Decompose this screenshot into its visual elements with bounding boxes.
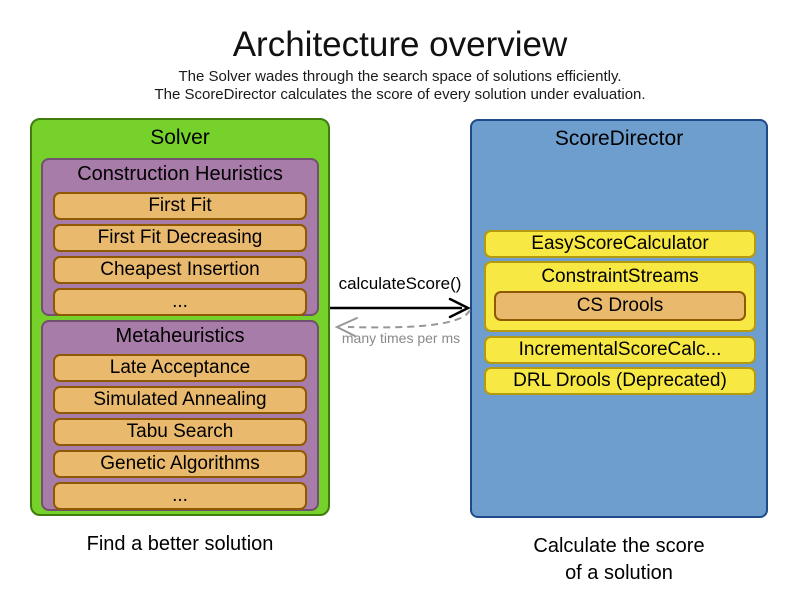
solver-box: Solver Construction Heuristics First Fit… — [30, 118, 330, 516]
subtitle-line-2: The ScoreDirector calculates the score o… — [154, 86, 646, 103]
scoredirector-caption-line-2: of a solution — [565, 562, 673, 584]
item-first-fit-decreasing: First Fit Decreasing — [53, 224, 307, 252]
item-genetic-algorithms: Genetic Algorithms — [53, 450, 307, 478]
item-metaheuristics-ellipsis: ... — [53, 482, 307, 510]
return-arrow-icon — [334, 309, 471, 337]
construction-heuristics-title: Construction Heuristics — [77, 163, 283, 185]
scoredirector-caption: Calculate the score of a solution — [470, 533, 768, 587]
scoredirector-box-title: ScoreDirector — [554, 127, 684, 150]
call-label: calculateScore() — [338, 274, 462, 293]
metaheuristics-title: Metaheuristics — [115, 325, 245, 347]
subtitle-line-1: The Solver wades through the search spac… — [178, 68, 622, 85]
item-simulated-annealing: Simulated Annealing — [53, 386, 307, 414]
item-cheapest-insertion: Cheapest Insertion — [53, 256, 307, 284]
item-late-acceptance: Late Acceptance — [53, 354, 307, 382]
connector-arrows — [330, 297, 471, 337]
scoredirector-items: EasyScoreCalculator ConstraintStreams CS… — [484, 230, 756, 395]
scoredirector-caption-line-1: Calculate the score — [533, 535, 705, 557]
item-tabu-search: Tabu Search — [53, 418, 307, 446]
item-cs-drools: CS Drools — [494, 291, 746, 321]
page-title: Architecture overview — [232, 25, 568, 64]
call-arrow-icon — [330, 297, 471, 319]
scoredirector-box: ScoreDirector EasyScoreCalculator Constr… — [470, 119, 768, 518]
constraint-streams-title: ConstraintStreams — [541, 266, 699, 287]
solver-caption: Find a better solution — [86, 533, 274, 555]
item-drl-drools-deprecated: DRL Drools (Deprecated) — [484, 367, 756, 395]
item-incremental-score-calc: IncrementalScoreCalc... — [484, 336, 756, 364]
construction-heuristics-group: Construction Heuristics First Fit First … — [41, 158, 319, 316]
construction-heuristics-items: First Fit First Fit Decreasing Cheapest … — [53, 192, 307, 316]
item-construction-ellipsis: ... — [53, 288, 307, 316]
solver-box-title: Solver — [150, 126, 210, 149]
item-first-fit: First Fit — [53, 192, 307, 220]
return-label: many times per ms — [341, 330, 461, 346]
metaheuristics-items: Late Acceptance Simulated Annealing Tabu… — [53, 354, 307, 510]
item-easy-score-calculator: EasyScoreCalculator — [484, 230, 756, 258]
constraint-streams-group: ConstraintStreams CS Drools — [484, 261, 756, 332]
metaheuristics-group: Metaheuristics Late Acceptance Simulated… — [41, 320, 319, 511]
